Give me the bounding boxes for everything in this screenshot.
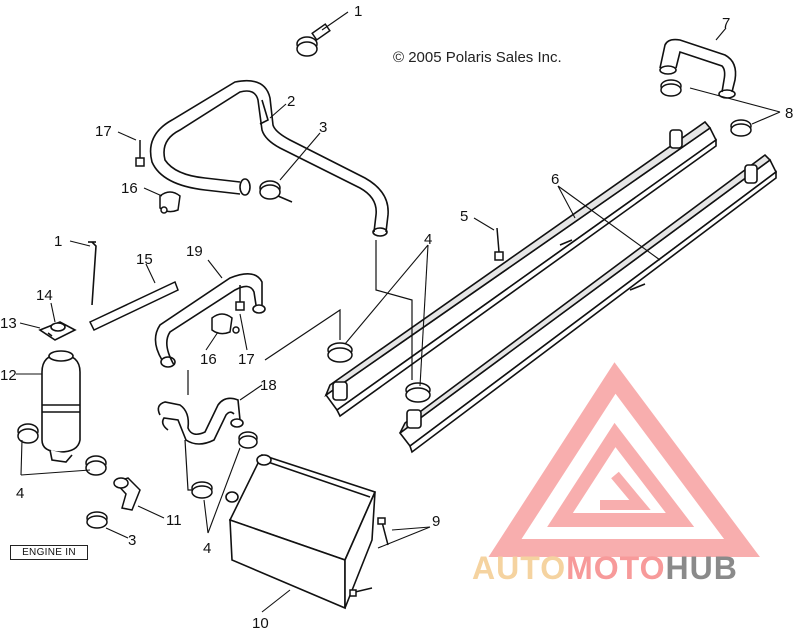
callout-12: 12 — [0, 367, 17, 384]
callout-13: 13 — [0, 315, 17, 332]
callout-4-left: 4 — [16, 485, 24, 502]
engine-in-label: ENGINE IN — [10, 545, 88, 560]
radiator-tube-upper — [324, 120, 718, 418]
reservoir-12 — [41, 350, 81, 463]
callout-1: 1 — [354, 3, 362, 20]
clamp-4-bottom — [191, 481, 213, 499]
bolt-17-mid — [235, 285, 245, 311]
callout-15: 15 — [136, 251, 153, 268]
callout-14: 14 — [36, 287, 53, 304]
tank-10 — [225, 454, 377, 610]
clamp-1-top — [296, 23, 331, 57]
clamp-8b — [730, 119, 752, 137]
callout-9: 9 — [432, 513, 440, 530]
clamp-16-mid — [211, 313, 240, 335]
callout-2: 2 — [287, 93, 295, 110]
clamp-3-lower — [86, 511, 108, 529]
callout-3-lower: 3 — [128, 532, 136, 549]
callout-11: 11 — [166, 512, 182, 529]
clamp-4-left — [17, 423, 39, 444]
elbow-11 — [113, 477, 141, 511]
hose-18 — [157, 397, 244, 445]
watermark-logo — [488, 362, 760, 557]
callout-6: 6 — [551, 171, 559, 188]
watermark-moto: MOTO — [566, 550, 666, 586]
clamp-4-lower — [85, 455, 107, 476]
radiator-tube-lower — [398, 153, 778, 454]
clamp-8a — [660, 79, 682, 97]
callout-7: 7 — [722, 15, 730, 32]
watermark-hub: HUB — [665, 550, 738, 586]
callout-3: 3 — [319, 119, 327, 136]
tube-15 — [88, 280, 179, 331]
callout-8: 8 — [785, 105, 793, 122]
callout-10: 10 — [252, 615, 269, 631]
callout-17-mid: 17 — [238, 351, 255, 368]
clamp-3-top — [259, 180, 293, 203]
clamp-16-top — [159, 191, 181, 214]
bolts-9 — [349, 517, 389, 597]
watermark-auto: AUTO — [472, 550, 567, 586]
leader-lines — [16, 11, 781, 613]
hose-19 — [154, 273, 266, 368]
clamp-18 — [238, 431, 258, 449]
callout-16-mid: 16 — [200, 351, 217, 368]
bolt-17-top — [135, 140, 145, 167]
hose-7 — [659, 38, 737, 99]
callout-18: 18 — [260, 377, 277, 394]
watermark-text: AUTOMOTOHUB — [472, 550, 738, 587]
callout-19: 19 — [186, 243, 203, 260]
callout-4: 4 — [424, 231, 432, 248]
filler-cap — [38, 321, 77, 341]
callout-16: 16 — [121, 180, 138, 197]
callout-4-bottom: 4 — [203, 540, 211, 557]
hose-2 — [149, 79, 389, 237]
callout-5: 5 — [460, 208, 468, 225]
clamp-4a — [327, 342, 353, 363]
bolt-5 — [494, 227, 504, 261]
copyright-text: © 2005 Polaris Sales Inc. — [393, 49, 562, 66]
callout-1-left: 1 — [54, 233, 62, 250]
clamp-4b — [405, 382, 431, 403]
wire-1-left — [88, 241, 97, 306]
callout-17: 17 — [95, 123, 112, 140]
